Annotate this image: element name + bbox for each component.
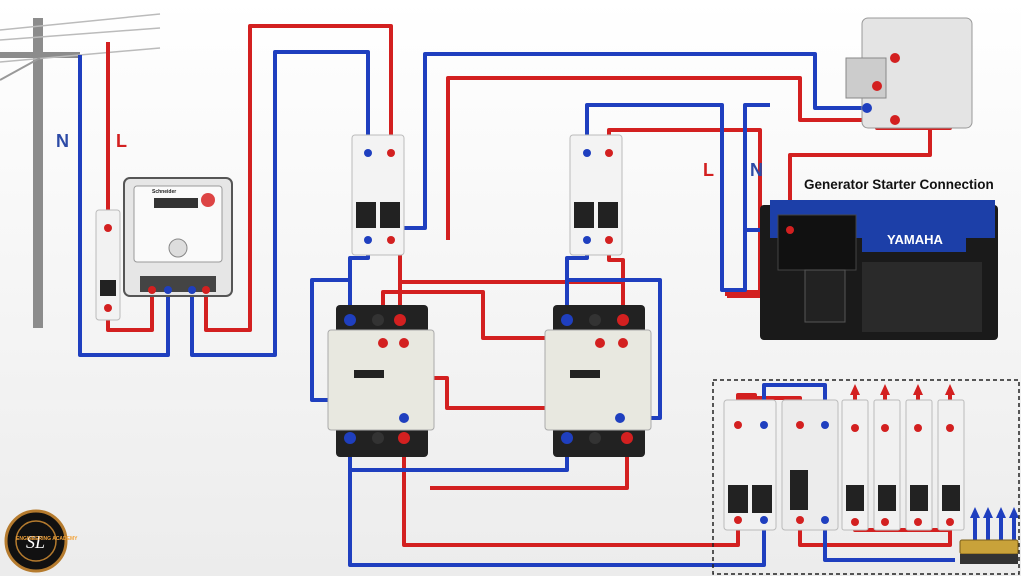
generator-feed-neutral bbox=[743, 103, 770, 290]
generator-icon bbox=[760, 200, 998, 340]
relay-live-loop bbox=[446, 76, 895, 240]
meter-out-live bbox=[204, 24, 393, 332]
generator-starter-caption: Generator Starter Connection bbox=[804, 177, 994, 192]
dist-board-live-bus bbox=[798, 520, 952, 547]
supply-live-label: L bbox=[116, 131, 127, 151]
contactor-1-icon bbox=[327, 305, 435, 457]
energy-meter-icon bbox=[123, 177, 233, 297]
contactor-2-icon bbox=[544, 305, 652, 457]
generator-brand-text: YAMAHA bbox=[887, 232, 943, 247]
meter-brand-text: Schneider bbox=[152, 189, 177, 195]
supply-neutral-label: N bbox=[56, 131, 69, 151]
logo-icon: SL bbox=[4, 509, 68, 573]
supply-neutral-wire bbox=[78, 55, 170, 357]
generator-neutral-label: N bbox=[750, 160, 763, 180]
logo-text: ENGINEERING ACADEMY bbox=[16, 536, 78, 542]
generator-live-label: L bbox=[703, 160, 714, 180]
distribution-board bbox=[712, 379, 1020, 575]
svg-text:SL: SL bbox=[26, 532, 45, 552]
meter-out-neutral bbox=[190, 50, 370, 357]
mcb-1-icon bbox=[351, 134, 405, 256]
output-arrows bbox=[850, 384, 1019, 518]
supply-mcb-icon bbox=[95, 209, 121, 321]
relay-icon bbox=[845, 17, 973, 129]
busbar-icon bbox=[959, 539, 1019, 564]
contactor1-neutral-bridge bbox=[348, 438, 766, 567]
dist-board-neutral-out bbox=[823, 520, 955, 562]
mcb-2-icon bbox=[569, 134, 623, 256]
